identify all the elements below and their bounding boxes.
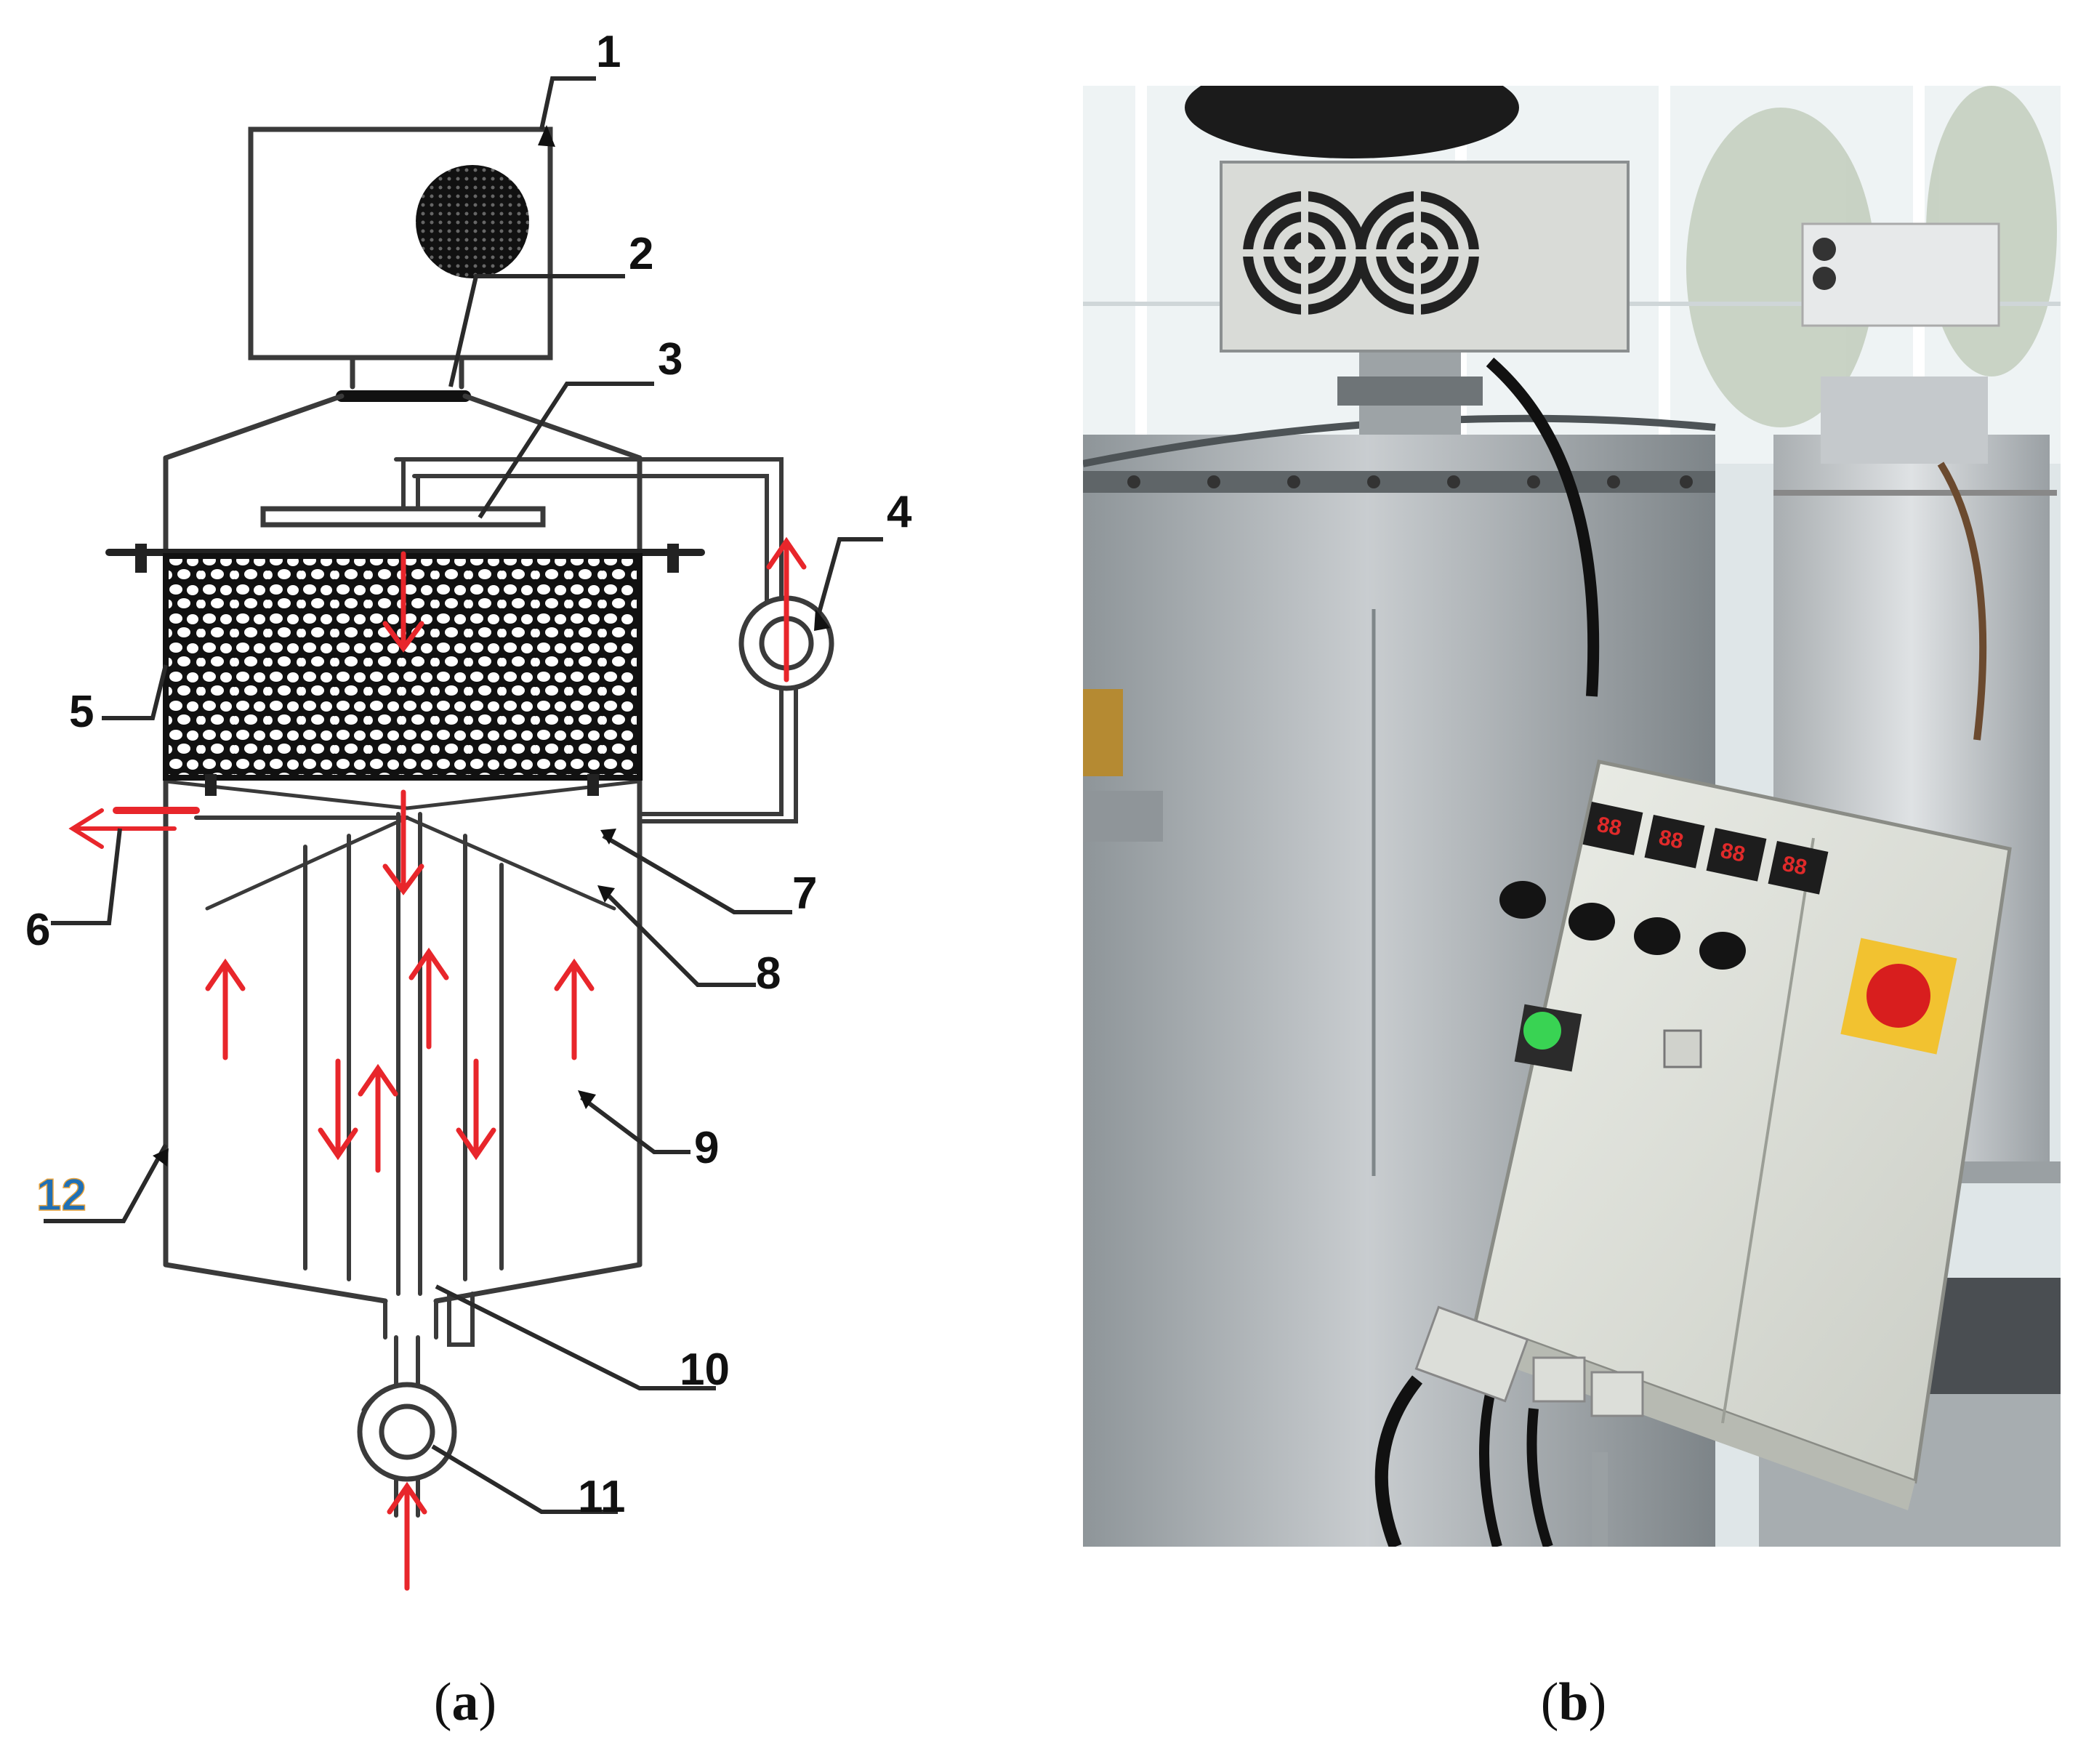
controller-display-2: 88: [1656, 826, 1686, 854]
label-11: 11: [578, 1472, 626, 1522]
controller-display-3: 88: [1718, 839, 1747, 867]
label-10: 10: [680, 1345, 730, 1395]
label-8: 8: [756, 949, 781, 999]
schematic-svg: 1 2 3 4 5 6 7 8 9 10 11 12: [25, 27, 912, 1591]
temperature-controllers: 88 88 88 88: [1582, 802, 1829, 895]
controller-display-4: 88: [1780, 852, 1809, 880]
control-cabinet: 88 88 88 88: [1414, 760, 2012, 1510]
flow-arrows: [68, 536, 807, 1591]
arrow-up-r: [408, 947, 449, 1050]
arrow-down-l: [318, 1058, 358, 1161]
photo-svg: 88 88 88 88: [1082, 57, 2061, 1550]
label-1: 1: [596, 27, 621, 77]
label-6: 6: [25, 905, 50, 955]
arrow-in-11: [387, 1481, 427, 1591]
arrow-out-6: [68, 808, 104, 849]
distributor-plate: [260, 506, 546, 528]
label-4: 4: [887, 487, 912, 537]
label-2: 2: [629, 229, 653, 279]
schematic-diagram: 1 2 3 4 5 6 7 8 9 10 11 12: [0, 0, 1061, 1672]
arrow-up-left: [205, 958, 246, 1060]
controller-display-1: 88: [1595, 813, 1624, 841]
label-9: 9: [694, 1123, 719, 1173]
label-5: 5: [69, 687, 94, 737]
equipment-photo: 88 88 88 88: [1082, 57, 2061, 1550]
arrow-down-center: [382, 789, 424, 895]
caption-a: (a): [433, 1672, 497, 1732]
label-3: 3: [658, 334, 682, 384]
selector-switches[interactable]: [1499, 881, 1746, 970]
arrow-down-media: [382, 551, 424, 653]
green-indicator-lamp: [1523, 1012, 1561, 1050]
emergency-stop-button[interactable]: [1866, 964, 1930, 1028]
arrow-up-right: [554, 958, 595, 1060]
fan-grille-icon: [416, 165, 529, 278]
label-7: 7: [792, 869, 817, 919]
label-12: 12: [36, 1170, 86, 1220]
arrow-down-r: [456, 1058, 496, 1161]
caption-b: (b): [1540, 1672, 1607, 1732]
arrow-up-pump4: [766, 536, 807, 682]
arrow-up-l: [358, 1063, 398, 1173]
